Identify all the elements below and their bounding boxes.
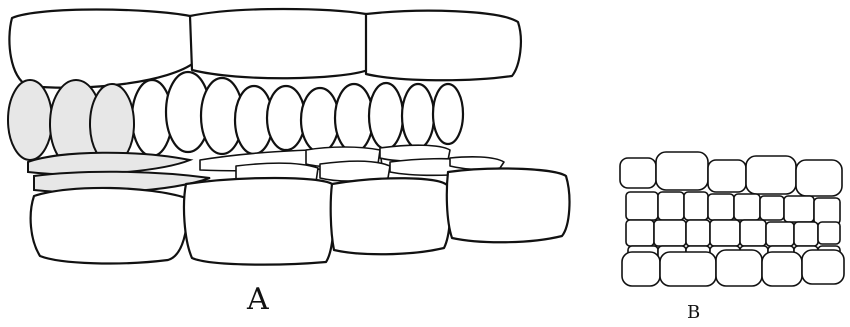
figure-b-cell-grid: [620, 152, 844, 286]
figure-a-epidermis-upper: [9, 9, 520, 88]
figure-a-palisade-layer: [132, 72, 463, 156]
figure-label-a: A: [247, 282, 269, 317]
figure-label-b: B: [687, 302, 700, 323]
